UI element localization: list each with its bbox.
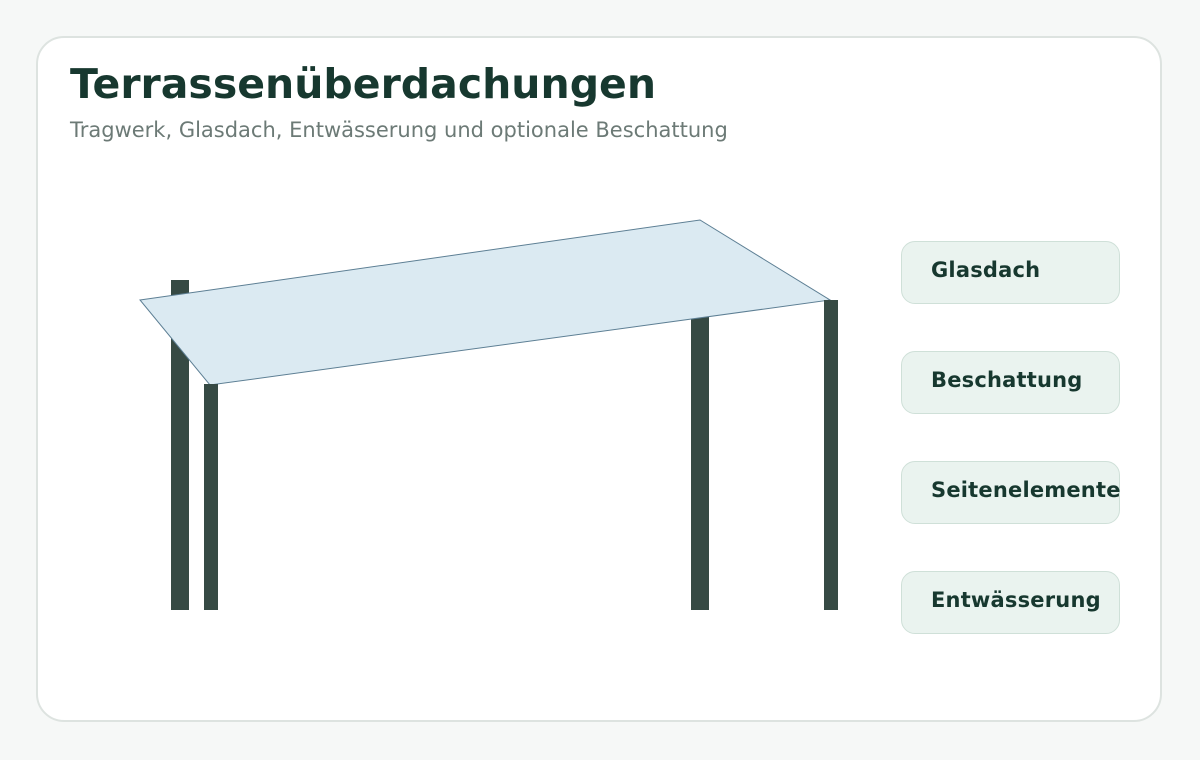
- post-front-left: [204, 384, 218, 610]
- feature-button-glasdach[interactable]: Glasdach: [901, 241, 1120, 304]
- feature-label-entwaesserung: Entwässerung: [931, 588, 1101, 612]
- post-back-right: [691, 300, 709, 610]
- feature-label-seitenelemente: Seitenelemente: [931, 478, 1121, 502]
- page-title: Terrassenüberdachungen: [70, 60, 657, 108]
- glass-roof: [139, 219, 832, 386]
- feature-label-glasdach: Glasdach: [931, 258, 1041, 282]
- post-back-left: [171, 280, 189, 610]
- post-front-right: [824, 300, 838, 610]
- page-subtitle: Tragwerk, Glasdach, Entwässerung und opt…: [70, 118, 728, 142]
- feature-button-entwaesserung[interactable]: Entwässerung: [901, 571, 1120, 634]
- feature-button-beschattung[interactable]: Beschattung: [901, 351, 1120, 414]
- feature-label-beschattung: Beschattung: [931, 368, 1083, 392]
- feature-button-seitenelemente[interactable]: Seitenelemente: [901, 461, 1120, 524]
